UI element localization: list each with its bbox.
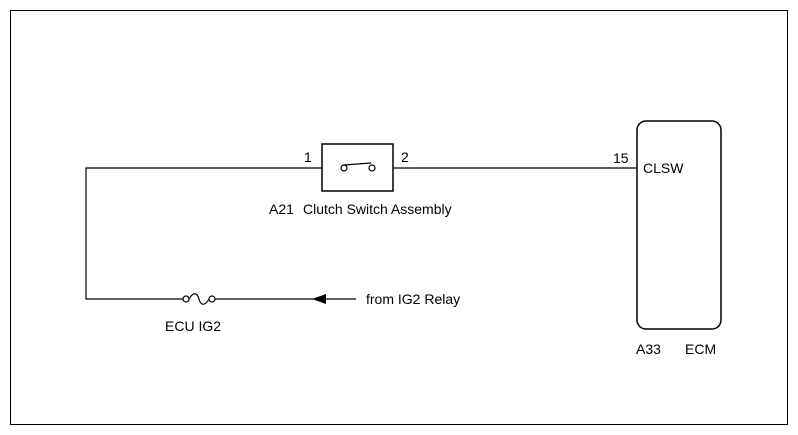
wire-switch-to-fuse: [85, 167, 322, 300]
ecm-terminal-label: CLSW: [643, 160, 684, 176]
ecm-box: [636, 120, 722, 330]
ecm-code-label: A33: [636, 341, 661, 357]
switch-pin-2-label: 2: [401, 149, 409, 165]
switch-pin-1-label: 1: [304, 149, 312, 165]
feed-arrow-icon: [312, 294, 326, 304]
fuse-label: ECU IG2: [165, 318, 221, 334]
switch-name-label: Clutch Switch Assembly: [303, 201, 452, 217]
clutch-switch-symbol: [321, 143, 394, 192]
ecm-pin-label: 15: [613, 150, 629, 166]
switch-code-label: A21: [269, 201, 294, 217]
fuse-symbol: [182, 293, 216, 305]
diagram-frame: [10, 10, 788, 425]
relay-source-label: from IG2 Relay: [366, 291, 460, 307]
ecm-name-label: ECM: [685, 341, 716, 357]
